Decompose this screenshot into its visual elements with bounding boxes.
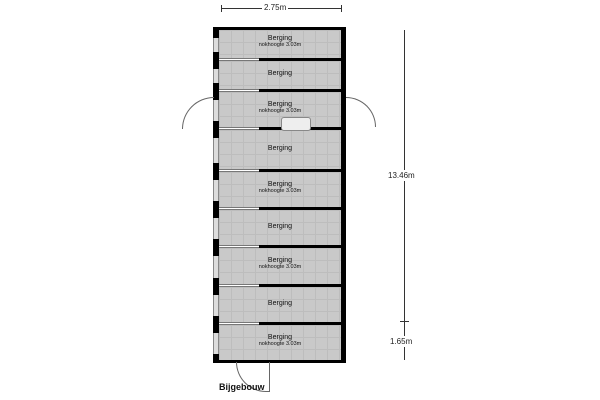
- window: [213, 138, 219, 163]
- window: [213, 295, 219, 316]
- sliding-door[interactable]: [219, 127, 259, 130]
- room-berging: Berging: [219, 287, 341, 322]
- room-ridge-height: nokhoogte 3.03m: [258, 340, 302, 347]
- room-ridge-height: nokhoogte 3.03m: [258, 107, 302, 114]
- room-label: Berging: [267, 257, 293, 264]
- sliding-door[interactable]: [219, 245, 259, 248]
- dim-tick: [221, 5, 222, 12]
- window: [213, 218, 219, 239]
- dim-tick: [341, 5, 342, 12]
- door-swing-left[interactable]: [182, 97, 214, 129]
- sink: [281, 117, 311, 131]
- window: [213, 333, 219, 354]
- sliding-door[interactable]: [219, 169, 259, 172]
- room-label: Berging: [267, 180, 293, 188]
- length-main-label: 13.46m: [388, 170, 415, 181]
- door-swing-right[interactable]: [346, 97, 376, 127]
- window: [213, 256, 219, 278]
- length-extra-label: 1.65m: [390, 336, 413, 347]
- room-label: Berging: [267, 299, 293, 307]
- sliding-door[interactable]: [219, 322, 259, 325]
- sliding-door[interactable]: [219, 89, 259, 92]
- dim-tick: [400, 321, 409, 322]
- room-berging: Berging: [219, 61, 341, 89]
- room-berging: Berging: [219, 210, 341, 245]
- plan-title: Bijgebouw: [219, 382, 265, 392]
- room-berging: Berging: [219, 130, 341, 169]
- sliding-door[interactable]: [219, 284, 259, 287]
- window: [213, 38, 219, 52]
- room-label: Berging: [267, 100, 293, 108]
- room-label: Berging: [267, 222, 293, 230]
- sliding-door[interactable]: [219, 58, 259, 61]
- room-label: Berging: [267, 144, 293, 152]
- length-dimension-line: [404, 30, 405, 360]
- width-dimension-label: 2.75m: [262, 3, 289, 12]
- room-ridge-height: nokhoogte 3.03m: [258, 187, 302, 194]
- room-label: Berging: [267, 70, 293, 77]
- room-ridge-height: nokhoogte 3.03m: [258, 264, 302, 270]
- room-label: Berging: [267, 333, 293, 341]
- room-label: Berging: [267, 35, 293, 42]
- window: [213, 180, 219, 201]
- window: [213, 69, 219, 83]
- room-ridge-height: nokhoogte 3.03m: [258, 42, 302, 48]
- sliding-door[interactable]: [219, 207, 259, 210]
